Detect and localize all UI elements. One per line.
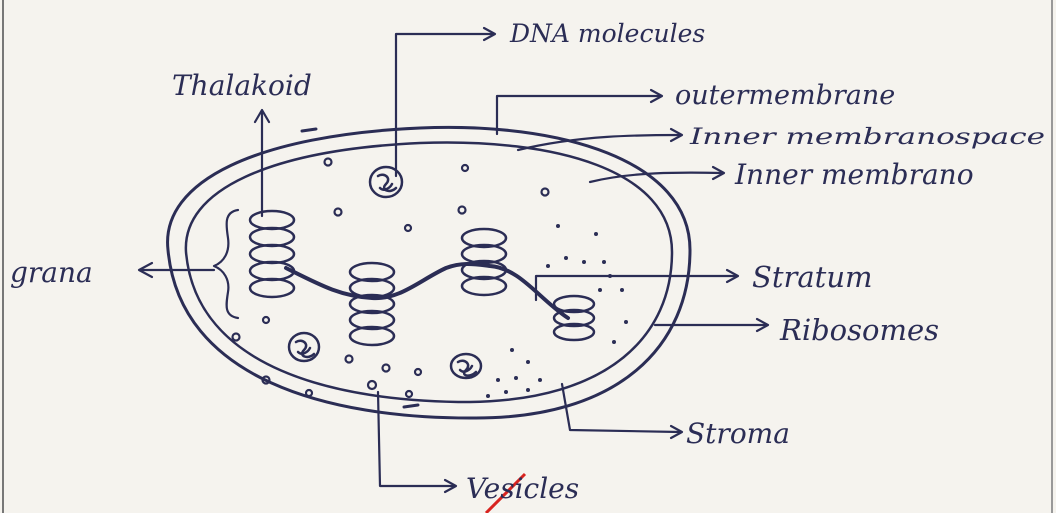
granum-stack-3 <box>462 229 506 295</box>
dna-molecule-3 <box>451 354 481 378</box>
dna-molecule-2 <box>289 333 319 361</box>
dna-leader <box>396 34 492 176</box>
label-vesicles: Vesicles <box>466 472 579 505</box>
label-ribosomes: Ribosomes <box>779 313 939 347</box>
outer-membrane-leader <box>497 96 660 134</box>
label-inner-membrane: Inner membrano <box>734 158 974 191</box>
granum-stack-1 <box>250 211 294 297</box>
inner-membrane-space-leader <box>518 135 680 150</box>
label-inner-membrane-space: Inner membranospace <box>689 125 1045 150</box>
inner-membrane-outline <box>186 142 672 402</box>
granum-stack-4 <box>554 296 594 340</box>
stroma-leader <box>562 384 680 432</box>
label-outer-membrane: outermembrane <box>675 80 895 111</box>
dna-molecule-1 <box>370 167 402 197</box>
stroma-lamellae <box>286 264 568 318</box>
label-stroma: Stroma <box>686 417 790 450</box>
label-dna-molecules: DNA molecules <box>509 19 705 48</box>
label-stratum: Stratum <box>752 260 873 294</box>
label-thalakoid: Thalakoid <box>172 69 312 102</box>
granum-stack-2 <box>350 263 394 345</box>
membrane-dash-marks <box>302 129 418 407</box>
label-grana: grana <box>10 256 93 289</box>
grana-bracket <box>214 210 238 318</box>
